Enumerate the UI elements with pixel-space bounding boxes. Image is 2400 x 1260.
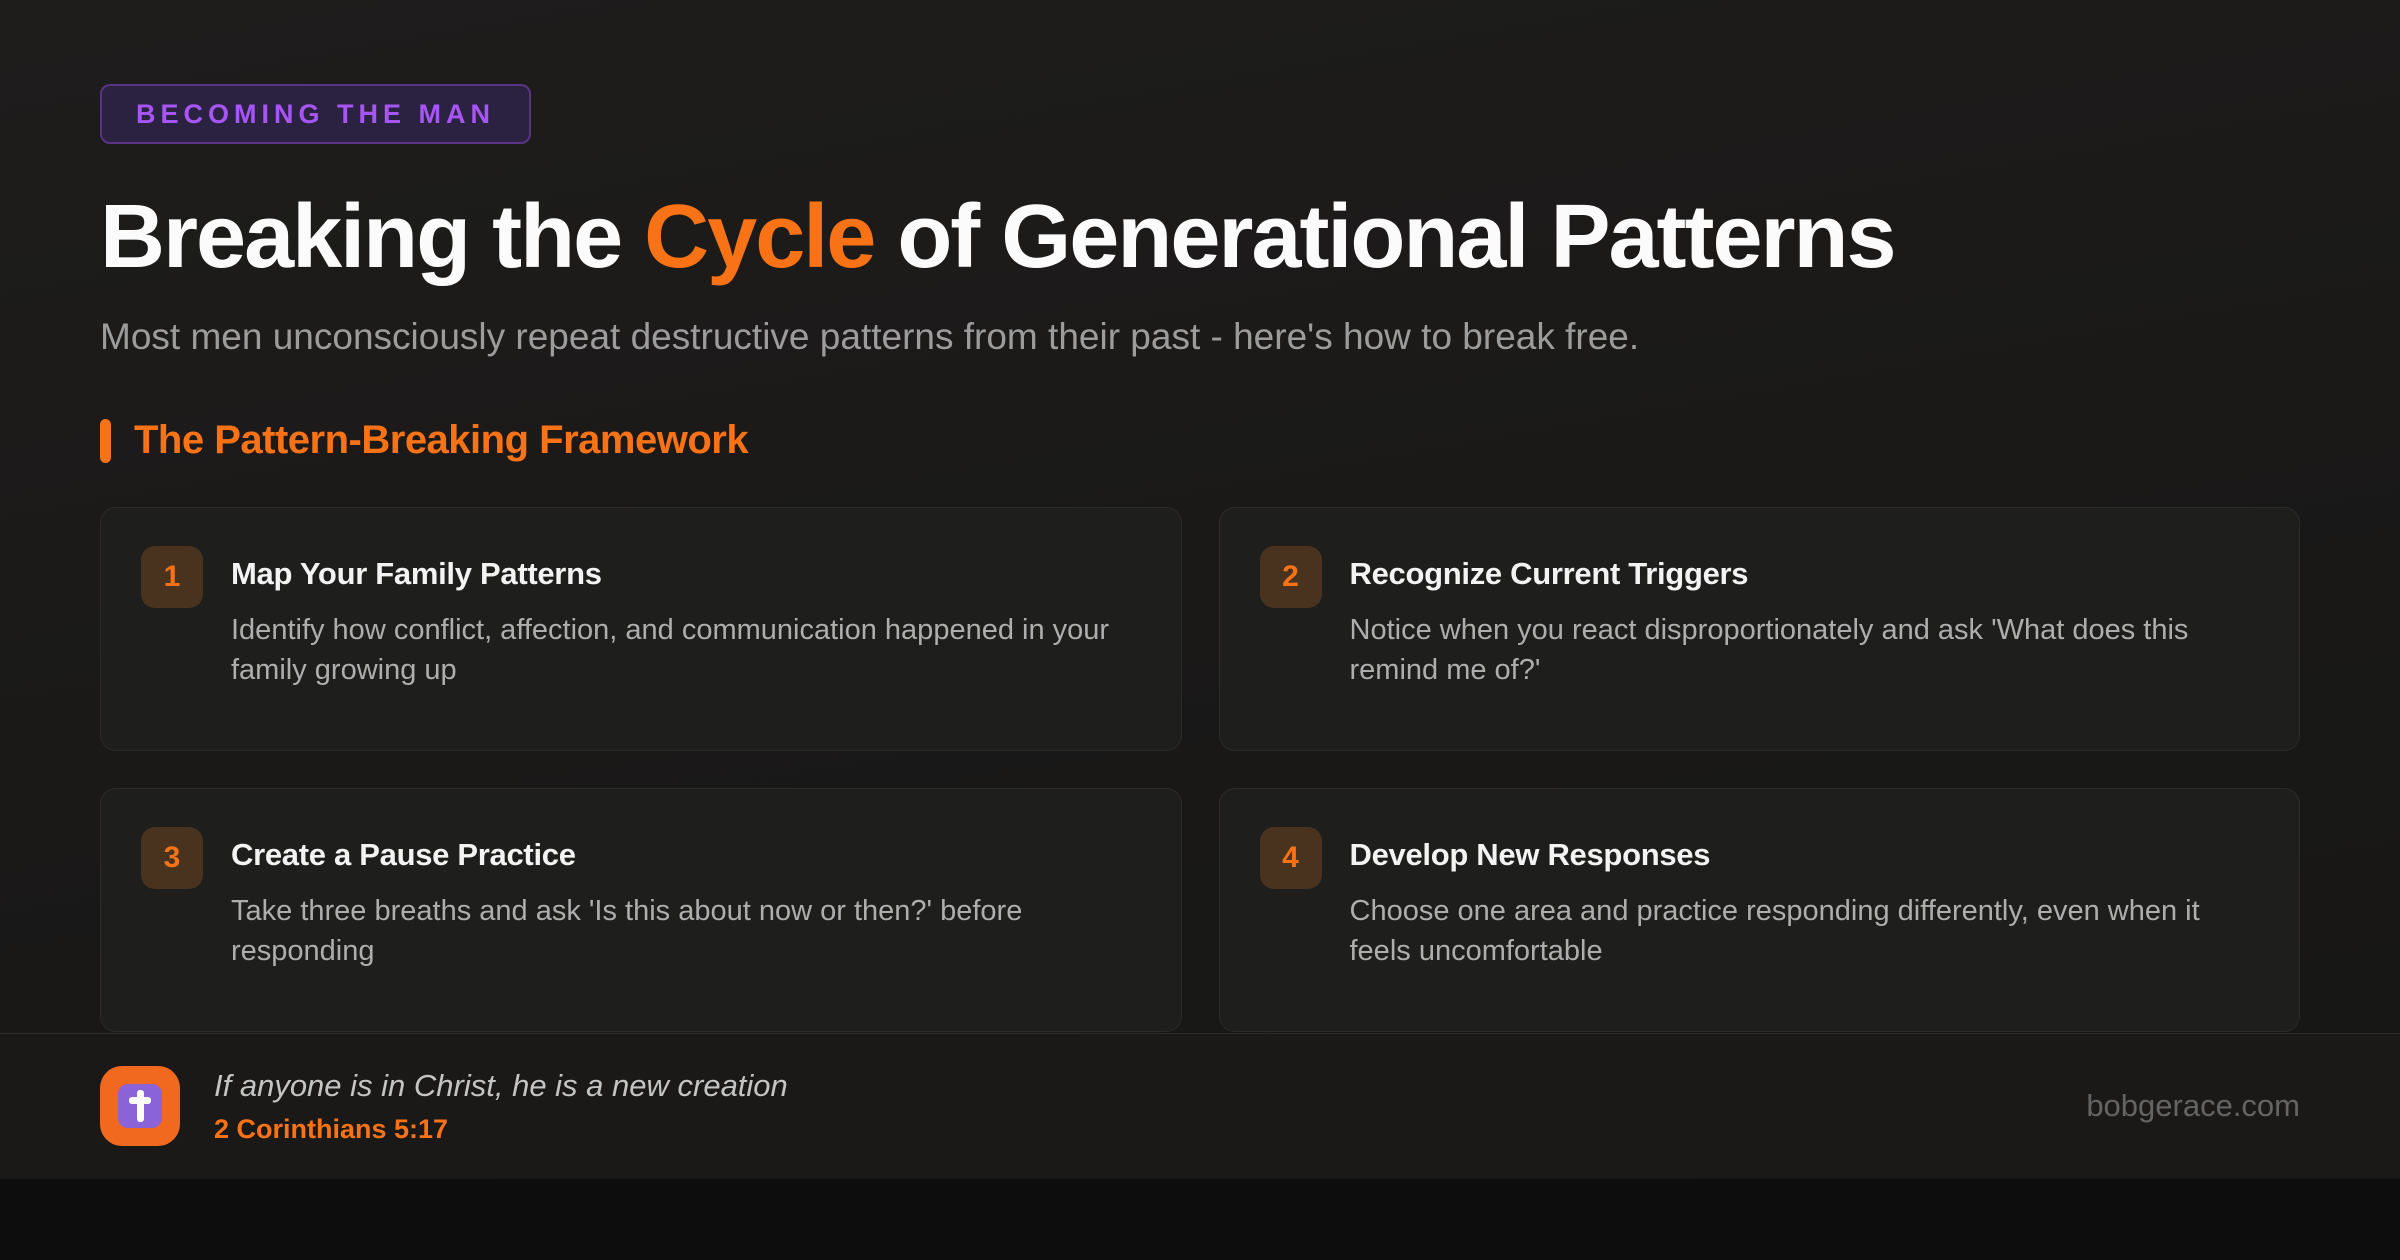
step-card-body: Map Your Family Patterns Identify how co… [231,546,1139,750]
step-description: Take three breaths and ask 'Is this abou… [231,895,1023,968]
accent-bar [100,418,111,463]
footer-verse-block: If anyone is in Christ, he is a new crea… [100,1066,788,1146]
cross-icon-inner [118,1084,162,1128]
step-number-badge: 2 [1259,546,1322,609]
step-card-1: 1 Map Your Family Patterns Identify how … [100,507,1182,752]
step-title: Map Your Family Patterns [231,556,602,592]
step-title: Develop New Responses [1349,837,1711,873]
step-card-4: 4 Develop New Responses Choose one area … [1218,788,2300,1033]
step-description: Notice when you react disproportionately… [1349,614,2189,687]
step-description: Identify how conflict, affection, and co… [231,614,1110,687]
step-card-body: Create a Pause Practice Take three breat… [231,827,1139,1031]
verse-reference: 2 Corinthians 5:17 [214,1113,449,1144]
steps-grid: 1 Map Your Family Patterns Identify how … [100,507,2300,1033]
step-card-body: Recognize Current Triggers Notice when y… [1350,546,2258,750]
step-number-badge: 4 [1259,827,1322,890]
footer-verse-text: If anyone is in Christ, he is a new crea… [214,1068,788,1145]
footer: If anyone is in Christ, he is a new crea… [0,1033,2400,1178]
step-title: Create a Pause Practice [231,837,576,873]
subtitle: Most men unconsciously repeat destructiv… [100,315,1640,357]
step-card-2: 2 Recognize Current Triggers Notice when… [1218,507,2300,752]
brand-badge-label: BECOMING THE MAN [136,98,495,129]
step-title: Recognize Current Triggers [1349,556,1749,592]
section-header: The Pattern-Breaking Framework [100,418,2300,463]
step-number-badge: 3 [141,827,203,890]
cross-icon [100,1066,180,1146]
step-description: Choose one area and practice responding … [1349,895,2200,968]
brand-badge: BECOMING THE MAN [100,84,531,144]
main-content: BECOMING THE MAN Breaking the Cycle of G… [100,84,2300,1033]
title-pre: Breaking the [100,187,645,287]
step-card-3: 3 Create a Pause Practice Take three bre… [100,788,1182,1033]
title-highlight: Cycle [644,187,876,287]
title-post: of Generational Patterns [874,187,1896,287]
verse-quote: If anyone is in Christ, he is a new crea… [214,1067,788,1103]
step-number-badge: 1 [141,546,203,609]
website-label: bobgerace.com [2086,1088,2300,1123]
step-card-body: Develop New Responses Choose one area an… [1350,827,2258,1031]
bottom-strip [0,1179,2400,1260]
page-title: Breaking the Cycle of Generational Patte… [100,190,2300,285]
section-title: The Pattern-Breaking Framework [134,418,749,463]
